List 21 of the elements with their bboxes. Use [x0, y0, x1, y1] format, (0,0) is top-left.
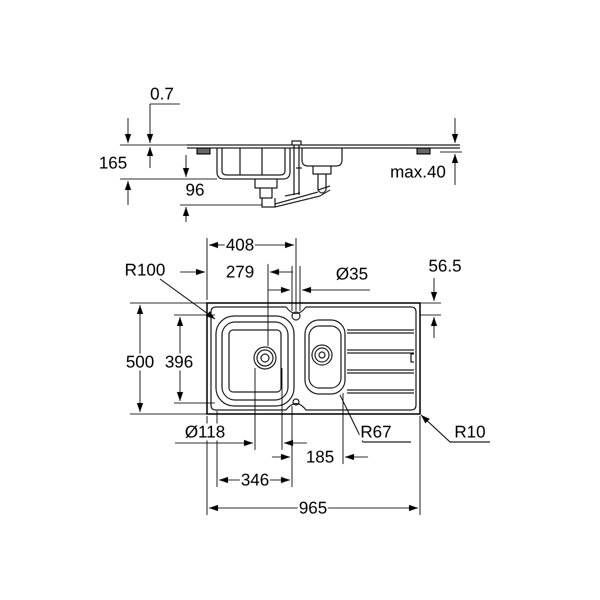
leader-line — [340, 394, 412, 442]
dimension-value: 408 — [224, 236, 256, 254]
radius-label: R10 — [453, 424, 487, 440]
dimension-value: Ø35 — [334, 266, 370, 282]
dimension-value: Ø118 — [184, 424, 226, 440]
dimension-value: 279 — [224, 264, 256, 280]
sink-plan-view-drawing — [206, 302, 421, 415]
dimension-value: 185 — [304, 448, 336, 466]
dimension-value: 165 — [98, 154, 128, 172]
leader-line — [160, 278, 216, 320]
dimension-value: 500 — [124, 354, 156, 370]
dimension-value: max.40 — [389, 164, 447, 180]
radius-label: R67 — [359, 424, 393, 440]
radius-label: R100 — [124, 262, 166, 278]
dimension-value: 96 — [184, 182, 206, 198]
dimension-value: 965 — [298, 500, 328, 516]
dimension-value: 346 — [240, 472, 270, 488]
dimension-value: 56.5 — [427, 258, 463, 274]
leader-line — [420, 414, 490, 442]
dimension-value: 396 — [164, 354, 194, 370]
dimension-value: 0.7 — [149, 86, 175, 102]
